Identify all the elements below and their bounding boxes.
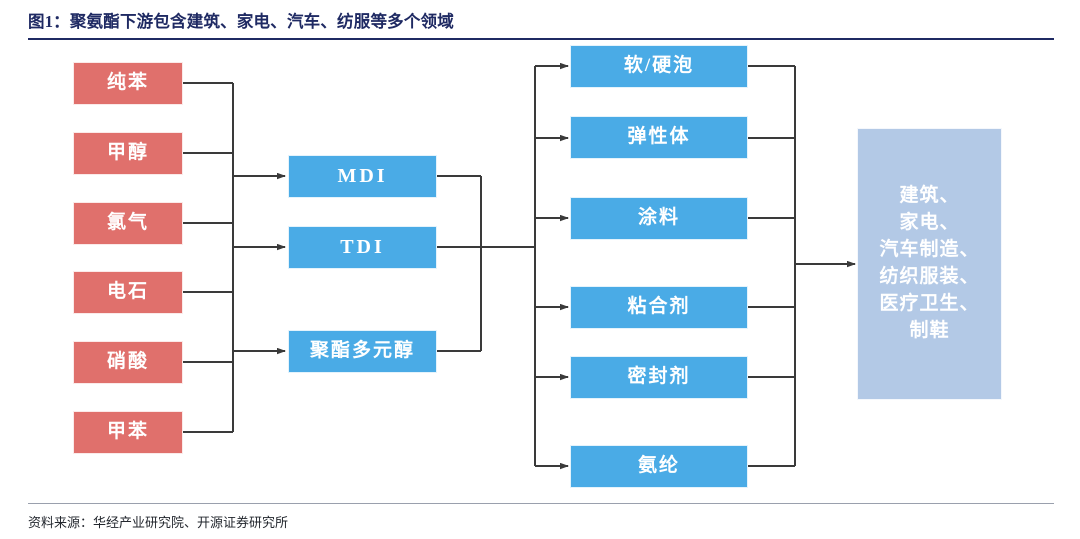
title-divider	[28, 38, 1054, 40]
intermediate-label: 聚酯多元醇	[309, 340, 415, 362]
sector-line: 汽车制造、	[879, 239, 980, 261]
connector-layer	[183, 62, 856, 470]
sector-line: 建筑、	[899, 185, 960, 207]
application-box-1[interactable]: 软/硬泡	[570, 45, 748, 88]
raw-material-label: 甲醇	[106, 142, 149, 164]
raw-material-box-1[interactable]: 纯苯	[73, 62, 183, 105]
footer-divider	[28, 503, 1054, 504]
application-label: 密封剂	[627, 366, 691, 388]
sector-line: 家电、	[899, 212, 960, 234]
raw-material-label: 甲苯	[106, 421, 149, 443]
raw-material-label: 硝酸	[106, 351, 149, 373]
application-label: 软/硬泡	[623, 55, 695, 77]
application-box-4[interactable]: 粘合剂	[570, 286, 748, 329]
intermediate-box-tdi[interactable]: TDI	[288, 226, 437, 269]
application-box-2[interactable]: 弹性体	[570, 116, 748, 159]
application-box-3[interactable]: 涂料	[570, 197, 748, 240]
source-note: 资料来源：华经产业研究院、开源证券研究所	[28, 515, 289, 530]
raw-material-box-2[interactable]: 甲醇	[73, 132, 183, 175]
application-label: 涂料	[637, 207, 680, 229]
application-box-6[interactable]: 氨纶	[570, 445, 748, 488]
application-box-5[interactable]: 密封剂	[570, 356, 748, 399]
intermediate-label: MDI	[337, 164, 388, 187]
intermediate-box-polyester-polyol[interactable]: 聚酯多元醇	[288, 330, 437, 373]
raw-material-label: 纯苯	[106, 72, 149, 94]
downstream-sectors-box[interactable]: 建筑、 家电、 汽车制造、 纺织服装、 医疗卫生、 制鞋	[857, 128, 1002, 400]
application-label: 弹性体	[627, 126, 691, 148]
sector-line: 医疗卫生、	[879, 292, 980, 314]
sector-line: 纺织服装、	[879, 266, 980, 287]
raw-material-box-3[interactable]: 氯气	[73, 202, 183, 245]
raw-material-box-5[interactable]: 硝酸	[73, 341, 183, 384]
raw-material-label: 电石	[106, 281, 149, 303]
application-label: 氨纶	[637, 455, 680, 477]
raw-material-box-6[interactable]: 甲苯	[73, 411, 183, 454]
intermediate-label: TDI	[340, 235, 385, 258]
sector-line: 制鞋	[909, 319, 950, 341]
application-label: 粘合剂	[627, 296, 691, 318]
raw-material-box-4[interactable]: 电石	[73, 271, 183, 314]
intermediate-box-mdi[interactable]: MDI	[288, 155, 437, 198]
diagram-canvas: 纯苯 甲醇 氯气 电石 硝酸 甲苯 MDI TDI 聚酯多元醇 软/硬泡	[0, 42, 1080, 500]
page-title: 图1：聚氨酯下游包含建筑、家电、汽车、纺服等多个领域	[28, 12, 454, 31]
raw-material-label: 氯气	[106, 212, 149, 234]
